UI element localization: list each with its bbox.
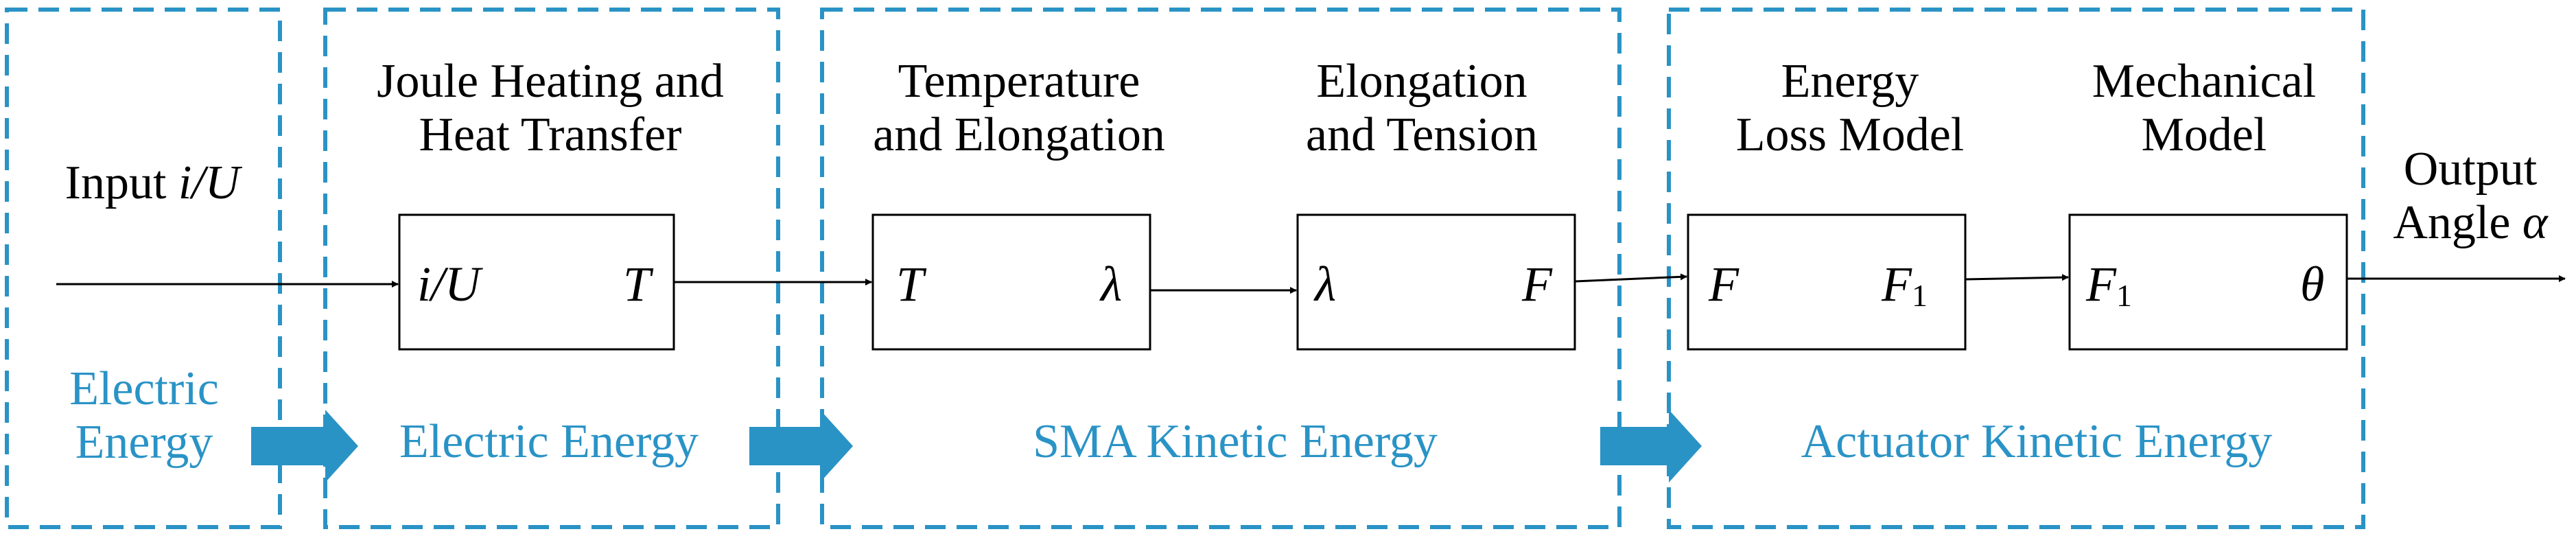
energy-loss-input-var: F [1709,257,1739,312]
elongation-tension-output-var: F [1522,257,1552,312]
joule-heating-output-var: T [623,257,651,312]
joule-heating-input-var: i/U [417,257,481,312]
mechanical-output-var: θ [2300,257,2325,312]
block-elongation-tension [1296,213,1576,351]
block-title-temperature-elongation: Temperature and Elongation [873,55,1165,162]
mechanical-input-var: F1 [2086,257,2132,313]
energy-arrow-1 [251,410,358,482]
elongation-tension-input-var: λ [1315,257,1337,312]
block-temperature-elongation [871,213,1151,351]
temperature-elongation-output-var: λ [1101,257,1123,312]
output-variable: α [2522,196,2548,250]
block-title-energy-loss: Energy Loss Model [1735,55,1965,162]
energy-label-sma: SMA Kinetic Energy [1033,415,1438,468]
energy-arrow-2 [749,410,853,482]
model-blocks [398,213,2348,351]
arrow-tension-to-loss [1574,273,1687,283]
section-frame-sma [820,8,1621,529]
block-title-mechanical: Mechanical Model [2092,55,2317,162]
output-label: Output Angle α [2393,143,2547,250]
block-mechanical [2068,213,2348,351]
temperature-elongation-input-var: T [896,257,924,312]
section-frames [5,8,2365,529]
input-label: Input i/U [65,156,240,210]
signal-arrows [56,273,2566,294]
arrow-loss-to-mechanical [1965,274,2069,281]
input-variable: i/U [178,156,240,209]
energy-transfer-arrows [251,410,1702,482]
energy-label-actuator: Actuator Kinetic Energy [1801,415,2273,468]
section-frame-joule-heating [323,8,780,529]
input-label-text: Input [65,156,167,209]
energy-label-electric-input: Electric Energy [69,362,219,469]
block-energy-loss [1687,213,1967,351]
output-label-line2: Angle [2393,196,2511,250]
energy-arrow-3 [1600,410,1702,482]
section-frame-actuator [1667,8,2365,529]
energy-label-joule-heating: Electric Energy [399,415,699,468]
block-title-joule-heating: Joule Heating and Heat Transfer [377,55,724,162]
output-label-line1: Output [2403,143,2538,196]
energy-loss-output-var: F1 [1882,257,1928,313]
block-joule-heating [398,213,675,351]
section-frame-electric-input [5,8,282,529]
block-title-elongation-tension: Elongation and Tension [1306,55,1538,162]
